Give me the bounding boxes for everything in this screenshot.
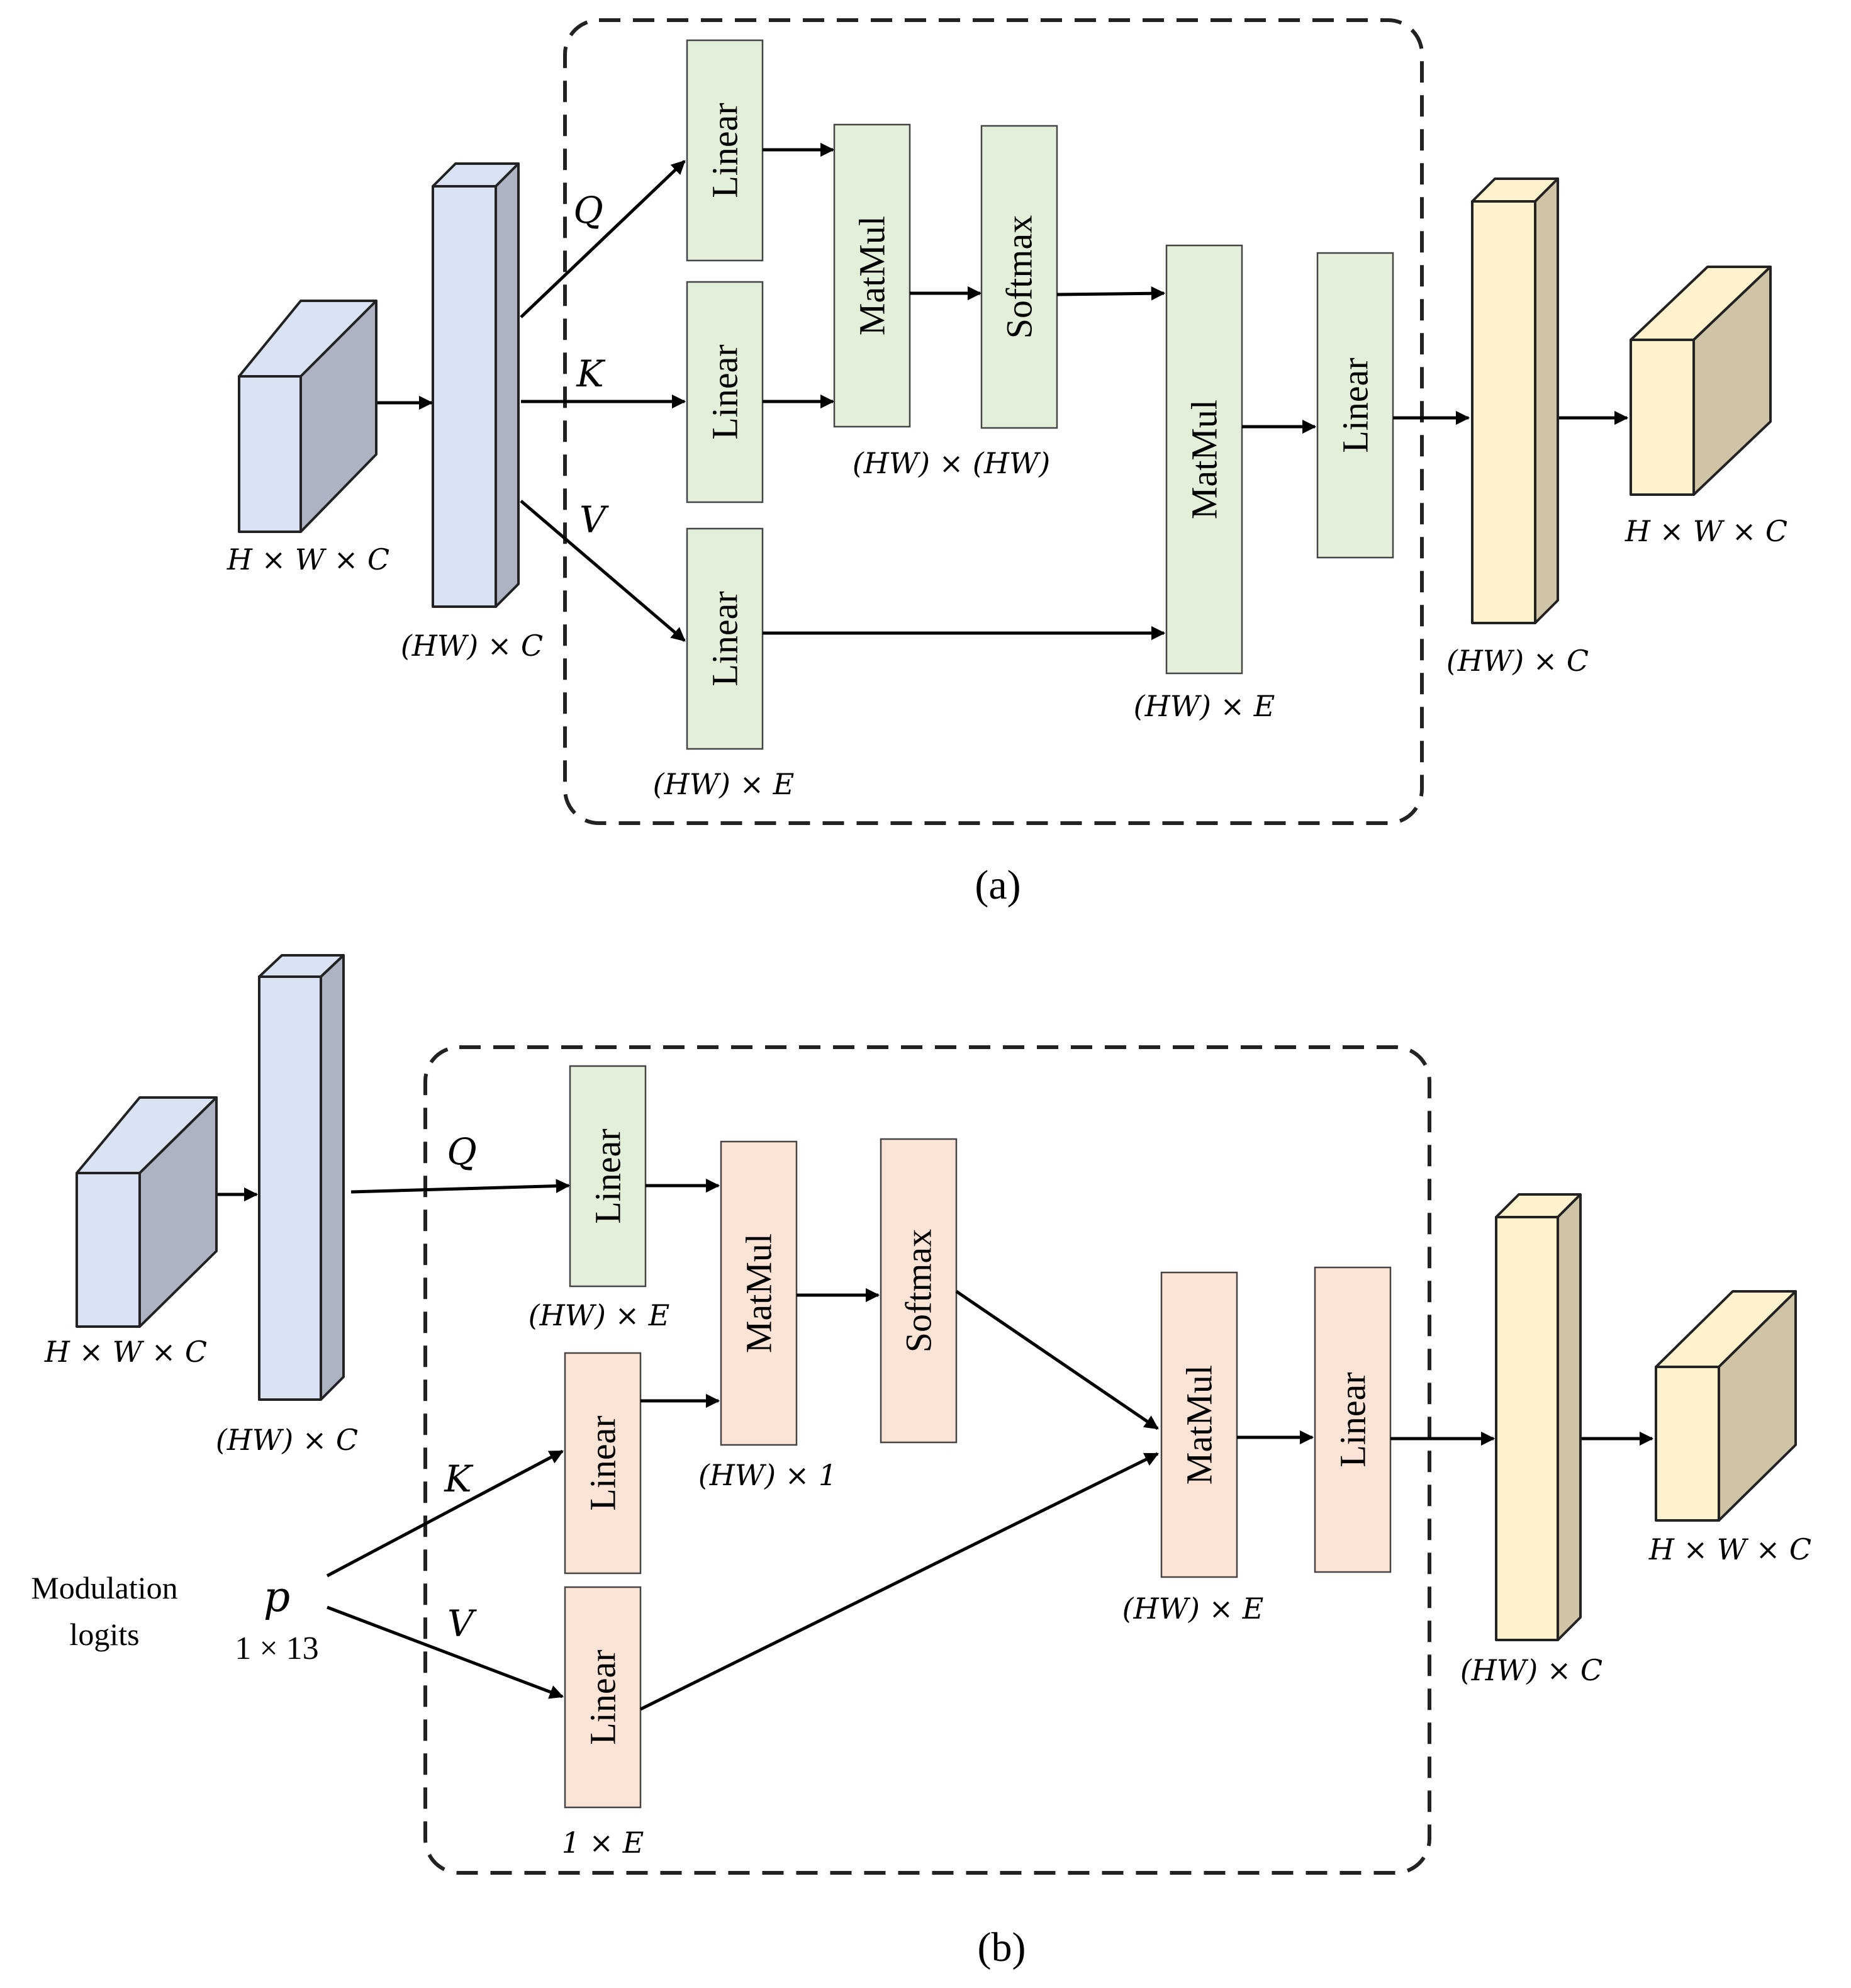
attention-block-b-border bbox=[423, 1045, 1431, 1875]
v-label-b: V bbox=[447, 1602, 477, 1645]
out-prism-a bbox=[1471, 177, 1559, 624]
linear-v-box-a bbox=[686, 527, 764, 750]
v-dim-label-a: (HW) × E bbox=[653, 767, 795, 801]
linear-k-label-b: Linear bbox=[583, 1415, 624, 1510]
caption-b: (b) bbox=[978, 1924, 1026, 1970]
attention-block-a-border bbox=[563, 18, 1424, 825]
matmul1-label-a: MatMul bbox=[852, 216, 893, 335]
output-cube-a bbox=[1630, 266, 1772, 496]
input-cube-a bbox=[238, 300, 377, 533]
softmax-box-b bbox=[880, 1138, 958, 1444]
matmul2-dim-label-a: (HW) × E bbox=[1134, 689, 1275, 723]
arrow-softmax-to-matmul2-a bbox=[1056, 286, 1166, 301]
linear-v-label-a: Linear bbox=[705, 591, 746, 686]
linear-k-label-a: Linear bbox=[705, 344, 746, 439]
linear-q-label-b: Linear bbox=[588, 1128, 629, 1223]
arrow-flat-to-linear-q-a bbox=[520, 160, 686, 318]
q-label-b: Q bbox=[447, 1130, 477, 1173]
flat-prism-a bbox=[432, 162, 520, 608]
modulation-label-line2: logits bbox=[69, 1617, 139, 1652]
matmul2-dim-label-b: (HW) × E bbox=[1122, 1592, 1264, 1626]
out-prism-b bbox=[1495, 1193, 1582, 1641]
arrow-softmax-to-matmul2-b bbox=[955, 1289, 1159, 1430]
matmul1-box-b bbox=[720, 1140, 798, 1446]
q-dim-label-b: (HW) × E bbox=[528, 1298, 670, 1332]
matmul2-box-a bbox=[1165, 244, 1243, 675]
linear-v-label-b: Linear bbox=[583, 1649, 624, 1744]
p-dim-label: 1 × 13 bbox=[235, 1631, 318, 1666]
matmul2-label-b: MatMul bbox=[1179, 1365, 1220, 1485]
linear-out-label-b: Linear bbox=[1333, 1372, 1373, 1467]
arrow-p-to-linear-v-b bbox=[327, 1605, 564, 1699]
matmul1-dim-label-a: (HW) × (HW) bbox=[853, 446, 1050, 480]
out-flat-dim-label-b: (HW) × C bbox=[1460, 1653, 1602, 1687]
v-label-a: V bbox=[579, 498, 609, 541]
linear-k-box-b bbox=[564, 1352, 642, 1575]
modulation-label-line1: Modulation bbox=[31, 1570, 177, 1605]
linear-v-box-b bbox=[564, 1586, 642, 1809]
linear-k-box-a bbox=[686, 281, 764, 503]
input-dim-label-a: H × W × C bbox=[226, 542, 389, 576]
panel-b: H × W × C (HW) × C (HW) × C H × W × C Mo… bbox=[31, 954, 1811, 1970]
flat-prism-b bbox=[258, 954, 345, 1401]
matmul1-box-a bbox=[833, 123, 911, 428]
q-label-a: Q bbox=[573, 189, 603, 232]
input-cube-b bbox=[75, 1096, 218, 1328]
matmul2-box-b bbox=[1160, 1271, 1238, 1578]
output-dim-label-a: H × W × C bbox=[1625, 514, 1787, 548]
arrow-linear-v-to-matmul2-b bbox=[639, 1452, 1160, 1711]
p-symbol: p bbox=[264, 1573, 290, 1621]
matmul1-dim-label-b: (HW) × 1 bbox=[698, 1458, 837, 1492]
output-cube-b bbox=[1655, 1290, 1797, 1522]
panel-a: H × W × C (HW) × C (HW) × C H × W × C Li… bbox=[226, 18, 1787, 908]
v-dim-label-b: 1 × E bbox=[562, 1826, 644, 1860]
softmax-label-a: Softmax bbox=[999, 215, 1040, 339]
arrow-flat-to-linear-v-a bbox=[520, 500, 686, 642]
linear-out-label-a: Linear bbox=[1335, 357, 1376, 452]
output-dim-label-b: H × W × C bbox=[1648, 1532, 1811, 1566]
arrow-p-to-linear-k-b bbox=[326, 1449, 564, 1578]
out-flat-dim-label-a: (HW) × C bbox=[1446, 644, 1589, 678]
linear-out-box-b bbox=[1314, 1266, 1392, 1573]
flat-dim-label-a: (HW) × C bbox=[401, 629, 543, 663]
softmax-box-a bbox=[980, 125, 1058, 429]
linear-out-box-a bbox=[1316, 252, 1394, 559]
input-dim-label-b: H × W × C bbox=[44, 1335, 207, 1369]
matmul2-label-a: MatMul bbox=[1184, 400, 1225, 519]
arrow-flat-to-linear-q-b bbox=[350, 1179, 571, 1194]
matmul1-label-b: MatMul bbox=[739, 1233, 780, 1353]
linear-q-box-b bbox=[569, 1065, 647, 1288]
linear-q-box-a bbox=[686, 39, 764, 262]
flat-dim-label-b: (HW) × C bbox=[216, 1423, 358, 1457]
softmax-label-b: Softmax bbox=[898, 1229, 939, 1353]
caption-a: (a) bbox=[975, 862, 1021, 908]
k-label-a: K bbox=[576, 352, 606, 395]
k-label-b: K bbox=[444, 1457, 474, 1500]
linear-q-label-a: Linear bbox=[705, 103, 746, 198]
